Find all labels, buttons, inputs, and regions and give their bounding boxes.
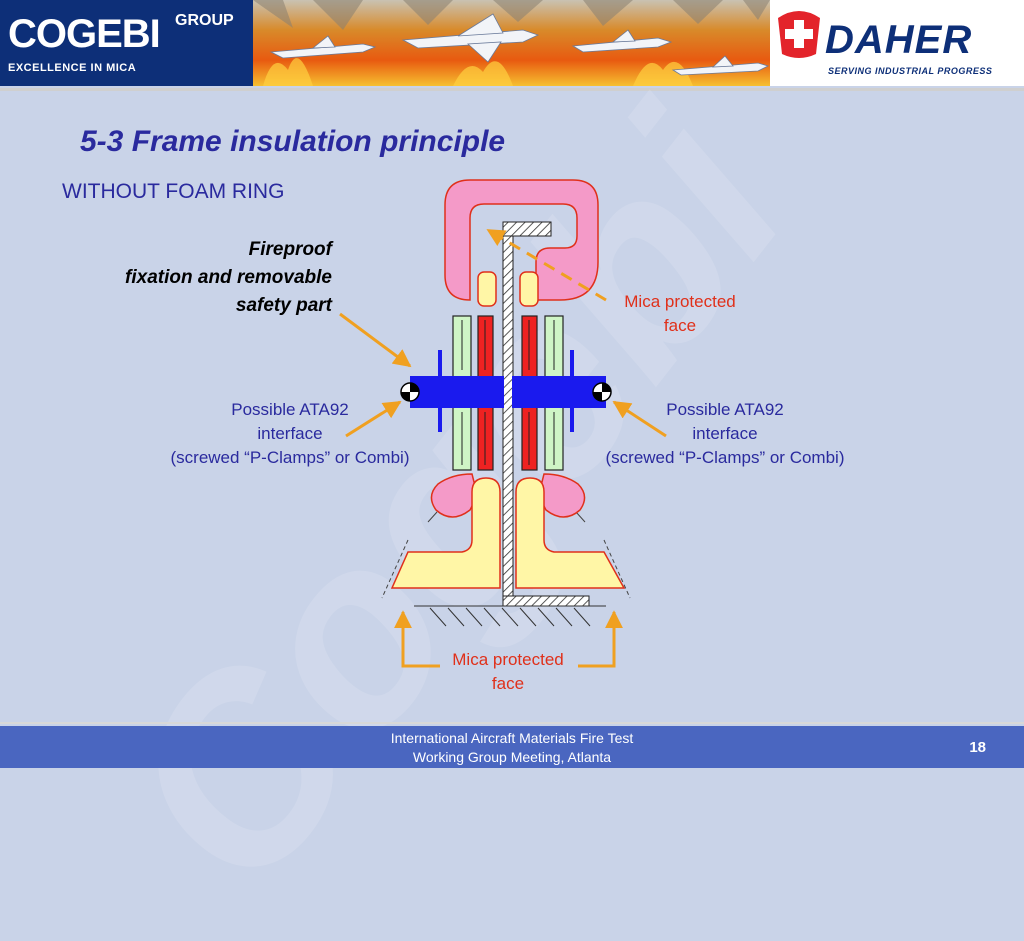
ata-left-line-2: interface [257,424,323,443]
blue-clamp [410,350,606,432]
yellow-mica-piece-left [390,477,501,589]
header: COGEBI GROUP EXCELLENCE IN MICA [0,0,1024,86]
fireproof-line-2: fixation and removable [125,267,332,288]
ata-right-line-2: interface [692,424,758,443]
annotation-arrows [339,228,667,668]
cogebi-logo-name: COGEBI [8,12,161,56]
frame-web [502,221,514,607]
mica-top-line-2: face [663,316,697,335]
cogebi-logo: COGEBI GROUP EXCELLENCE IN MICA [0,0,253,86]
footer-line-1: International Aircraft Materials Fire Te… [390,730,634,746]
pink-bulb-right [539,473,586,518]
ata-right-line-3: (screwed “P-Clamps” or Combi) [605,448,845,467]
pink-bulb-left [430,473,477,518]
slide-title: 5-3 Frame insulation principle [80,125,506,158]
ata92-interface-right-label: Possible ATA92 interface (screwed “P-Cla… [575,398,875,470]
ground-hatching [414,605,606,627]
daher-mark-icon [778,11,820,58]
fastener-left-icon [400,382,420,402]
mica-bottom-line-2: face [491,674,525,693]
mica-top-line-1: Mica protected [624,292,736,311]
header-divider [0,88,1024,91]
footer-line-2: Working Group Meeting, Atlanta [412,749,612,765]
fireproof-line-1: Fireproof [248,239,332,260]
mica-protected-face-bottom-label: Mica protected face [428,648,588,696]
mica-bottom-line-1: Mica protected [452,650,564,669]
footer-text: International Aircraft Materials Fire Te… [0,729,1024,767]
daher-logo-name: DAHER [825,18,973,62]
fireproof-line-3: safety part [235,295,332,316]
frame-insulation-diagram [339,179,667,668]
yellow-mica-piece-right [515,477,626,589]
slide-subtitle: WITHOUT FOAM RING [62,180,285,203]
fireproof-fixation-label: Fireproof fixation and removable safety … [125,236,332,320]
ata92-interface-left-label: Possible ATA92 interface (screwed “P-Cla… [140,398,440,470]
ata-left-line-1: Possible ATA92 [231,400,349,419]
page-number: 18 [969,739,986,756]
frame-bottom-flange [502,595,590,607]
top-mica-pad-right [519,271,539,307]
fastener-right-icon [592,382,612,402]
daher-logo: DAHER SERVING INDUSTRIAL PROGRESS [770,0,1024,86]
daher-logo-tagline: SERVING INDUSTRIAL PROGRESS [828,66,993,76]
footer: International Aircraft Materials Fire Te… [0,726,1024,768]
frame-top-flange [502,221,552,237]
aircraft-banner-image [253,0,770,86]
cogebi-logo-group: GROUP [175,12,234,29]
ata-left-line-3: (screwed “P-Clamps” or Combi) [170,448,410,467]
top-mica-pad-left [477,271,497,307]
ata-right-line-1: Possible ATA92 [666,400,784,419]
cogebi-logo-tagline: EXCELLENCE IN MICA [8,62,137,74]
structure-outline-lines [381,511,631,599]
footer-divider [0,722,1024,724]
mica-protected-face-top-label: Mica protected face [600,290,760,338]
